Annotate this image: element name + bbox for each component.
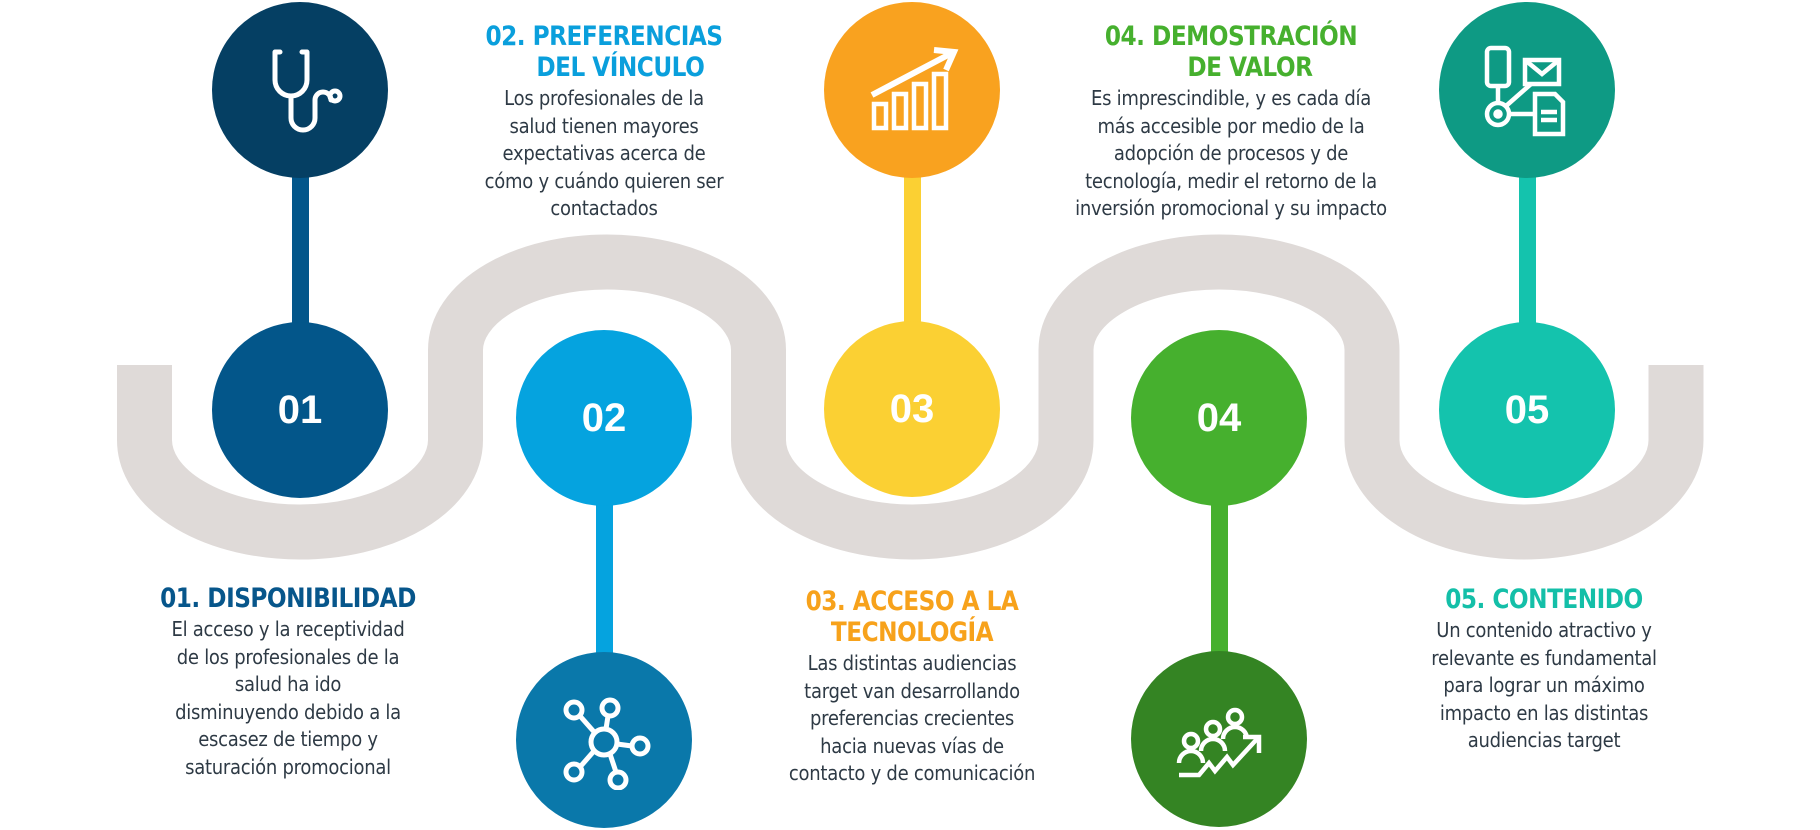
step-3-icon-circle [824, 2, 1000, 178]
step-5-number: 05 [1504, 387, 1550, 432]
step-4-title-line2: DE VALOR [1187, 52, 1313, 83]
body-line: contacto y de comunicación [788, 761, 1036, 785]
body-line: El acceso y la receptividad [171, 617, 405, 641]
step-3-number-circle: 03 [824, 321, 1000, 497]
body-line: contactados [550, 196, 658, 220]
body-line: salud tienen mayores [509, 113, 699, 138]
step-3-title-line2: TECNOLOGÍA [830, 617, 994, 648]
body-line: cómo y cuándo quieren ser [484, 168, 724, 193]
body-line: disminuyendo debido a la [175, 699, 401, 724]
body-line: hacia nuevas vías de [820, 733, 1004, 758]
people-growth-icon [1176, 707, 1262, 778]
body-line: Un contenido atractivo y [1436, 618, 1652, 642]
body-line: saturación promocional [185, 754, 391, 779]
growth-chart-icon [870, 47, 959, 131]
body-line: para lograr un máximo [1443, 673, 1645, 697]
step-4-icon-circle [1131, 651, 1307, 827]
step-1-icon-circle [212, 2, 388, 178]
step-3-title-line1: ACCESO A LA [852, 586, 1019, 617]
step-1-title-line1: DISPONIBILIDAD [207, 583, 416, 614]
step-1-body: El acceso y la receptividad de los profe… [108, 616, 468, 781]
stem-step-1 [292, 170, 309, 330]
body-line: Los profesionales de la [504, 86, 704, 110]
step-2-number-circle: 02 [516, 330, 692, 506]
step-1-number-circle: 01 [212, 322, 388, 498]
body-line: escasez de tiempo y [198, 727, 378, 751]
step-5-number-circle: 05 [1439, 322, 1615, 498]
step-2-title-line2: DEL VÍNCULO [536, 52, 705, 83]
body-line: salud ha ido [234, 672, 342, 696]
step-2-text-block: 02. PREFERENCIAS DEL VÍNCULO Los profesi… [404, 21, 804, 223]
step-2-number: 02 [581, 395, 627, 440]
step-5-text-block: 05. CONTENIDO Un contenido atractivo y r… [1344, 584, 1744, 755]
step-4-body: Es imprescindible, y es cada día más acc… [1042, 85, 1420, 223]
body-line: más accesible por medio de la [1097, 113, 1365, 138]
body-line: inversión promocional y su impacto [1075, 196, 1387, 220]
step-2-title-prefix: 02. [485, 21, 526, 52]
step-2-title: 02. PREFERENCIAS DEL VÍNCULO [432, 21, 776, 83]
body-line: audiencias target [1467, 728, 1621, 752]
step-3-text-block: 03. ACCESO A LA TECNOLOGÍA Las distintas… [712, 586, 1112, 788]
step-4-title: 04. DEMOSTRACIÓN DE VALOR [1050, 21, 1411, 83]
body-line: de los profesionales de la [176, 644, 400, 669]
step-4-title-line1: DEMOSTRACIÓN [1152, 21, 1358, 52]
step-4-text-block: 04. DEMOSTRACIÓN DE VALOR Es imprescindi… [1021, 21, 1441, 223]
step-5-title-prefix: 05. [1445, 584, 1485, 615]
stem-step-4 [1211, 500, 1228, 660]
body-line: adopción de procesos y de [1113, 141, 1349, 165]
step-5-body: Un contenido atractivo y relevante es fu… [1364, 617, 1724, 755]
stethoscope-icon [272, 49, 343, 133]
step-2-title-line1: PREFERENCIAS [532, 21, 723, 52]
body-line: Es imprescindible, y es cada día [1090, 86, 1372, 110]
step-3-title: 03. ACCESO A LA TECNOLOGÍA [740, 586, 1084, 648]
step-5-title-line1: CONTENIDO [1492, 584, 1643, 615]
stem-step-5 [1519, 170, 1536, 330]
body-line: tecnología, medir el retorno de la [1085, 168, 1377, 193]
step-3-title-prefix: 03. [805, 586, 846, 617]
step-3-number: 03 [889, 386, 935, 431]
body-line: preferencias crecientes [809, 706, 1015, 730]
body-line: impacto en las distintas [1439, 700, 1649, 725]
network-hub-icon [563, 697, 651, 790]
step-4-number: 04 [1196, 395, 1242, 440]
body-line: Las distintas audiencias [807, 651, 1017, 675]
step-1-number: 01 [277, 387, 323, 432]
step-5-title: 05. CONTENIDO [1372, 584, 1716, 615]
body-line: expectativas acerca de [502, 141, 706, 165]
step-2-body: Los profesionales de la salud tienen may… [424, 85, 784, 223]
stem-step-3 [904, 170, 921, 330]
step-3-body: Las distintas audiencias target van desa… [732, 650, 1092, 788]
step-4-number-circle: 04 [1131, 330, 1307, 506]
omnichannel-content-icon [1484, 45, 1566, 137]
step-5-icon-circle [1439, 2, 1615, 178]
stem-step-2 [596, 500, 613, 660]
step-1-text-block: 01. DISPONIBILIDAD El acceso y la recept… [88, 583, 488, 781]
body-line: target van desarrollando [804, 678, 1020, 703]
step-1-title-prefix: 01. [160, 583, 200, 614]
body-line: relevante es fundamental [1431, 645, 1657, 670]
step-1-title: 01. DISPONIBILIDAD [116, 583, 460, 614]
step-4-title-prefix: 04. [1104, 21, 1145, 52]
step-2-icon-circle [516, 652, 692, 828]
